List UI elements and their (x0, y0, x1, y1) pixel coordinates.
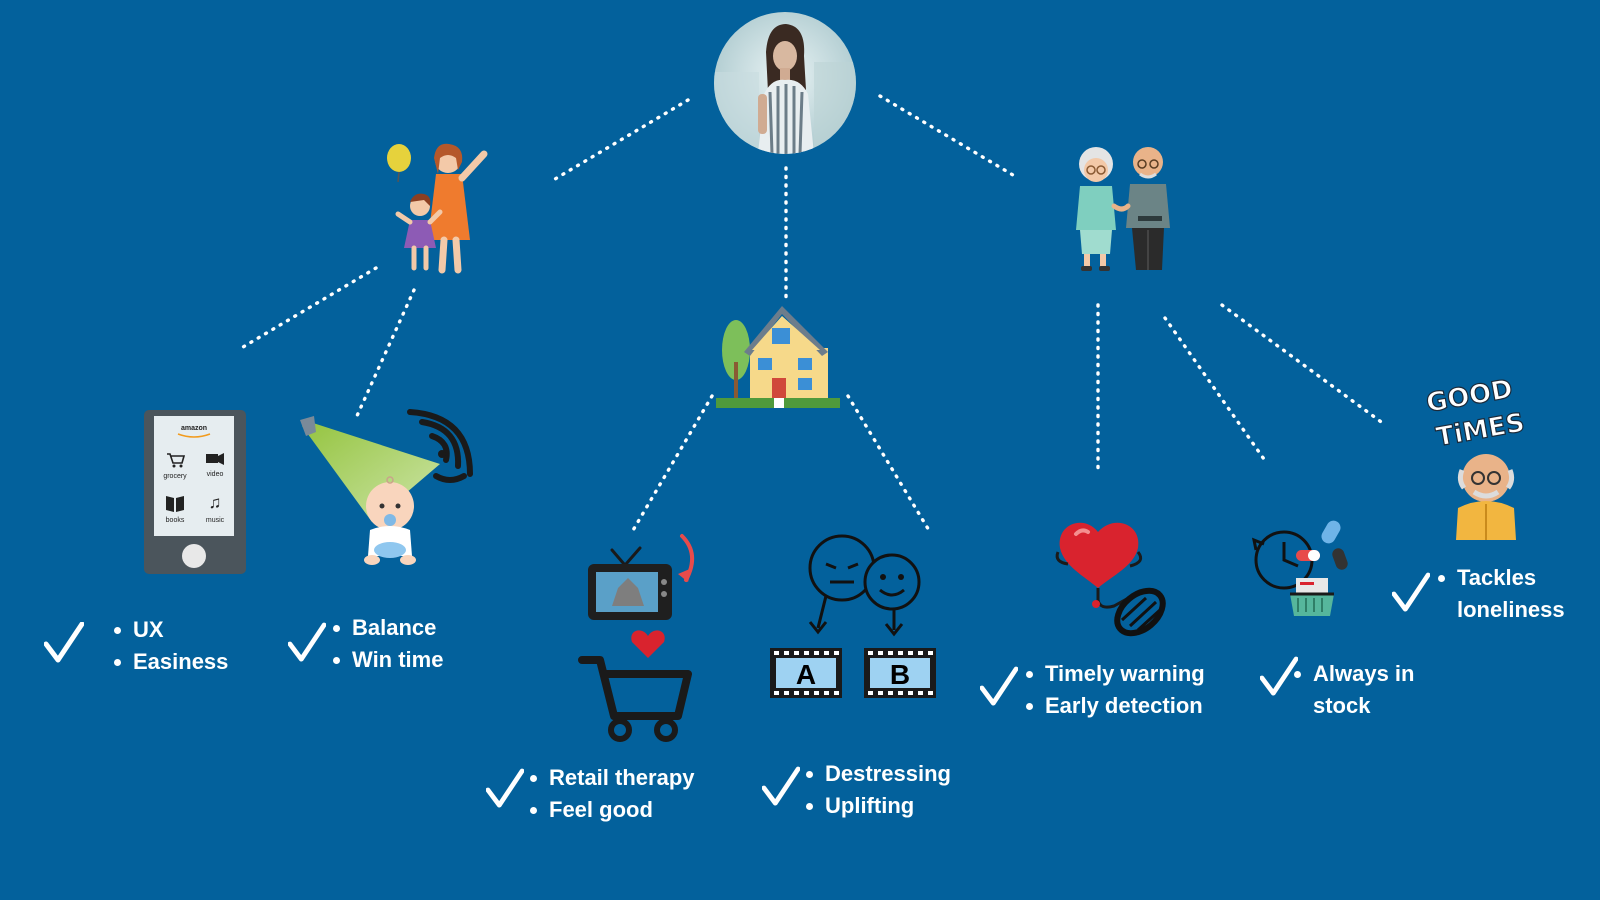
leaf-heart-monitor (1055, 518, 1172, 637)
benefit-item: Win time (333, 644, 443, 676)
benefit-item: UX (114, 614, 228, 646)
benefit-item: Uplifting (806, 790, 951, 822)
medication-refill-icon (1251, 520, 1348, 616)
branch-elderly-couple (1066, 142, 1182, 276)
persona-avatar (714, 12, 856, 154)
connector-mother-tablet (236, 266, 378, 352)
label-a: A (796, 659, 816, 690)
benefit-item: Destressing (806, 758, 951, 790)
baby-monitor-icon (300, 409, 473, 565)
check-icon-balance (288, 622, 326, 664)
leaf-good-times: GOOD TiMES (1423, 374, 1527, 540)
leaf-amazon-tablet: amazon ♫ grocery video books music (142, 410, 248, 574)
connector-elderly-goodtimes (1220, 303, 1386, 426)
leaf-medication-refill (1251, 520, 1348, 624)
check-icon-retail (486, 768, 524, 810)
check-icon-warning (980, 666, 1018, 708)
check-icon-loneliness (1392, 572, 1430, 614)
benefit-continuation: loneliness (1457, 597, 1565, 622)
benefit-item: Tackles (1438, 562, 1565, 594)
leaf-mood-ab: A B (768, 534, 938, 704)
benefit-continuation: stock (1313, 693, 1371, 718)
elderly-couple-icon (1076, 147, 1170, 271)
check-icon-stock (1260, 656, 1298, 698)
svg-text:♫: ♫ (209, 493, 222, 512)
leaf-baby-monitor (300, 409, 484, 574)
branch-home (716, 302, 840, 412)
check-icon-ux (44, 622, 84, 664)
connector-home-mood (846, 394, 932, 534)
app-video-label: video (207, 471, 224, 478)
connector-home-tv (630, 394, 714, 534)
label-b: B (890, 659, 910, 690)
benefit-item: Feel good (530, 794, 695, 826)
benefits-good-times: Tackles loneliness (1438, 562, 1565, 626)
check-icon-destress (762, 766, 800, 808)
app-books-label: books (166, 517, 185, 524)
benefit-item: Easiness (114, 646, 228, 678)
app-music-label: music (206, 517, 225, 524)
connector-elderly-pills (1163, 316, 1268, 464)
connector-root-elderly (878, 94, 1020, 180)
amazon-brand-text: amazon (181, 425, 207, 432)
benefit-item: Early detection (1026, 690, 1205, 722)
benefit-item: Timely warning (1026, 658, 1205, 690)
tv-shopping-cart-icon (578, 534, 694, 742)
mood-ab-testing-icon: A B (770, 534, 936, 698)
heart-small-icon (631, 630, 665, 658)
benefits-tv-shopping: Retail therapy Feel good (530, 762, 695, 826)
heart-monitor-icon (1055, 522, 1166, 637)
connector-root-mother (548, 98, 690, 184)
good-times-icon: GOOD TiMES (1423, 374, 1527, 540)
benefits-medication-refill: Always in stock (1294, 658, 1414, 722)
benefits-heart-monitor: Timely warning Early detection (1026, 658, 1205, 722)
leaf-tv-shopping (578, 530, 708, 744)
house-icon (716, 306, 840, 408)
benefit-item: Balance (333, 612, 443, 644)
benefits-baby-monitor: Balance Win time (333, 612, 443, 676)
amazon-tablet-icon: amazon ♫ grocery video books music (144, 410, 246, 574)
benefit-item: Retail therapy (530, 762, 695, 794)
benefits-tablet: UX Easiness (114, 614, 228, 678)
root-persona (714, 12, 856, 154)
app-grocery-label: grocery (163, 473, 187, 480)
branch-mother-children (384, 140, 500, 276)
mother-children-icon (387, 143, 488, 274)
benefits-mood-ab: Destressing Uplifting (806, 758, 951, 822)
connector-mother-monitor (354, 288, 416, 420)
benefit-item: Always in (1294, 658, 1414, 690)
